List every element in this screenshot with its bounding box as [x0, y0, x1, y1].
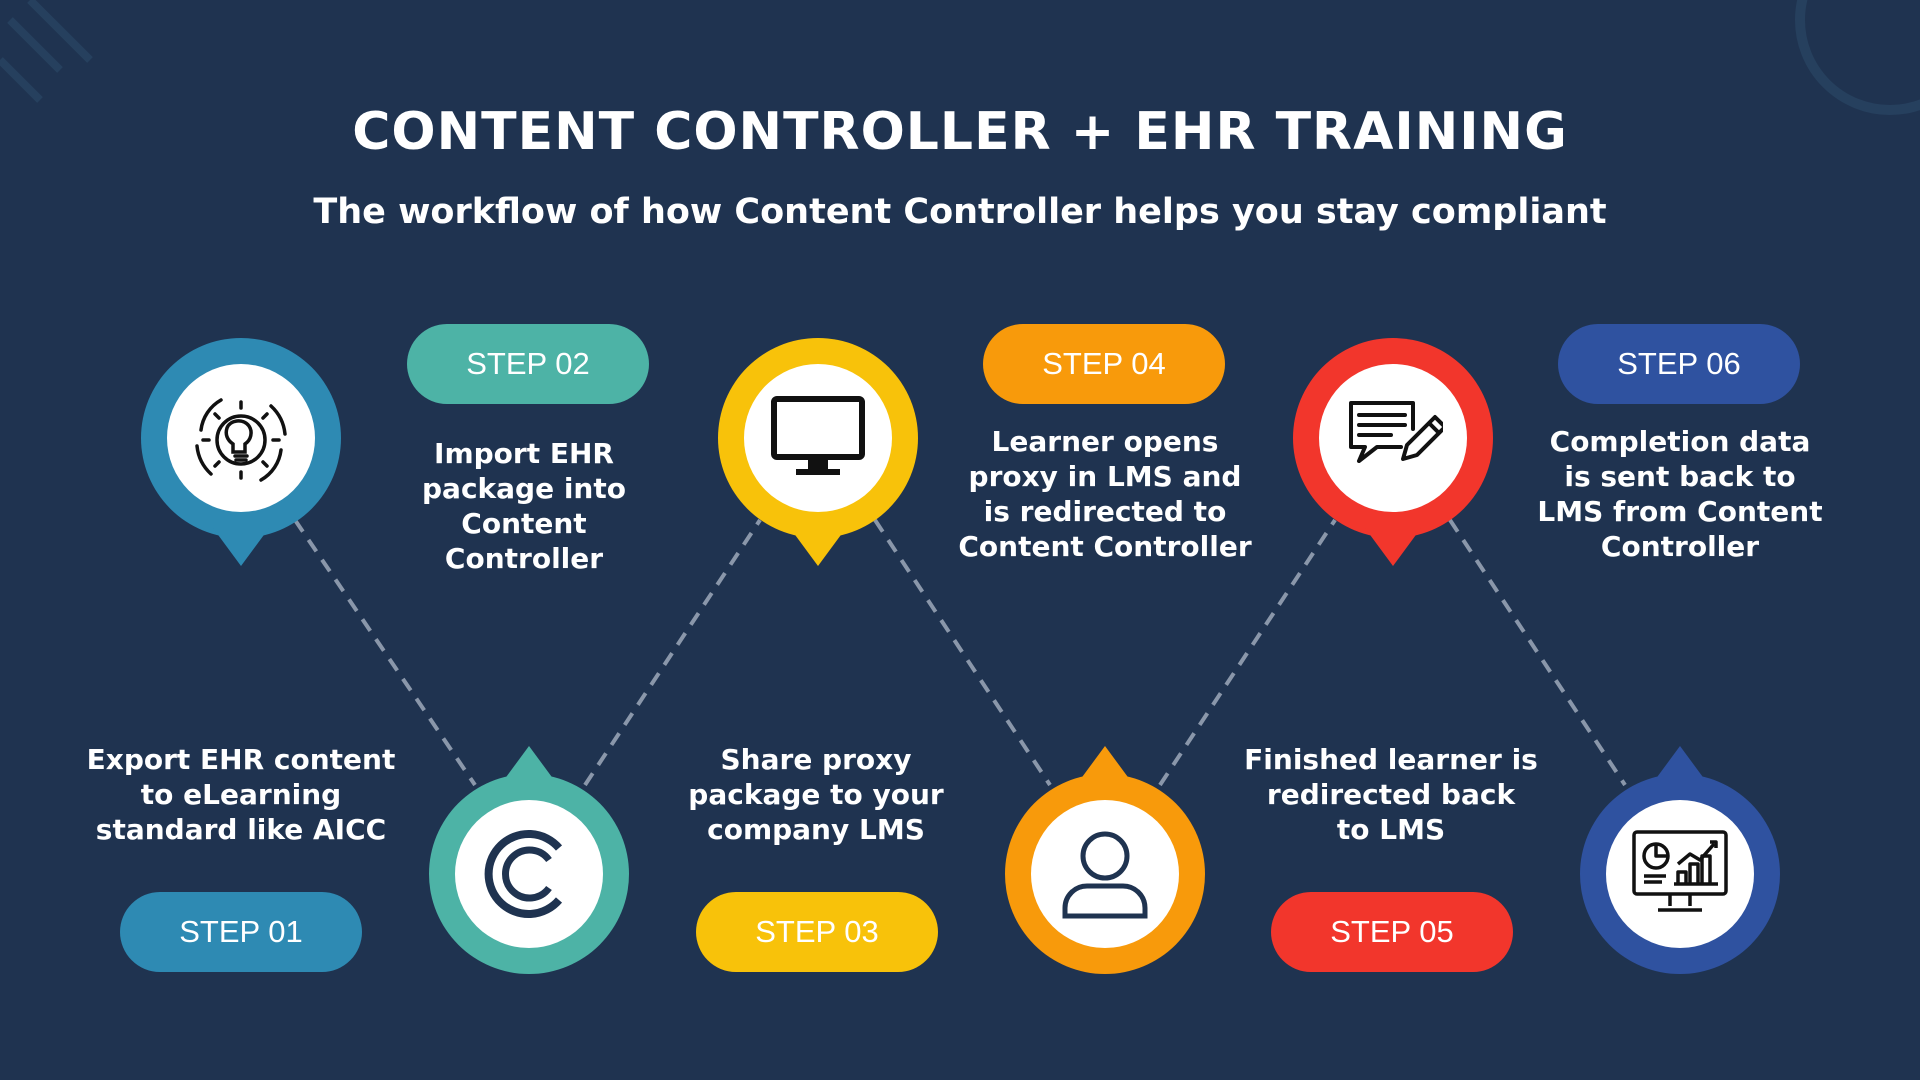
step-01-pin: [141, 338, 341, 568]
step-02-description: Import EHR package into Content Controll…: [422, 437, 626, 575]
step-02-pin: [429, 744, 629, 974]
step-05-description: Finished learner is redirected back to L…: [1244, 743, 1538, 846]
step-06-icon-circle: [1606, 800, 1754, 948]
step-02-icon-circle: [455, 800, 603, 948]
step-01-description: Export EHR content to eLearning standard…: [86, 743, 396, 846]
step-05-pin: [1293, 338, 1493, 568]
step-04-badge: STEP 04: [983, 324, 1225, 404]
document-edit-icon: [1349, 401, 1443, 463]
step-03-badge: STEP 03: [696, 892, 938, 972]
step-06-description: Completion data is sent back to LMS from…: [1537, 425, 1823, 563]
user-icon: [1062, 831, 1148, 919]
step-04-pin: [1005, 744, 1205, 974]
step-05-icon-circle: [1319, 364, 1467, 512]
step-04-description: Learner opens proxy in LMS and is redire…: [958, 425, 1252, 563]
step-05-badge: STEP 05: [1271, 892, 1513, 972]
connector-5-6: [1448, 518, 1627, 787]
step-04-icon-circle: [1031, 800, 1179, 948]
connector-3-4: [873, 518, 1052, 787]
connector-1-2: [293, 518, 477, 787]
page-title: CONTENT CONTROLLER + EHR TRAINING: [352, 102, 1568, 162]
step-03-icon-circle: [744, 364, 892, 512]
connector-4-5: [1158, 518, 1337, 787]
background-decoration-right: [1795, 0, 1920, 115]
step-01-badge: STEP 01: [120, 892, 362, 972]
gear-lightbulb-icon: [195, 398, 287, 482]
step-02-badge: STEP 02: [407, 324, 649, 404]
step-03-description: Share proxy package to your company LMS: [688, 743, 944, 846]
step-06-pin: [1580, 744, 1780, 974]
monitor-icon: [771, 396, 865, 475]
step-03-pin: [718, 338, 918, 568]
content-controller-logo-icon: [484, 830, 563, 918]
step-01-icon-circle: [167, 364, 315, 512]
background-decoration-left: [0, 0, 93, 103]
page-subtitle: The workflow of how Content Controller h…: [313, 192, 1607, 232]
analytics-monitor-icon: [1632, 830, 1728, 912]
connector-2-3: [583, 518, 762, 787]
step-06-badge: STEP 06: [1558, 324, 1800, 404]
